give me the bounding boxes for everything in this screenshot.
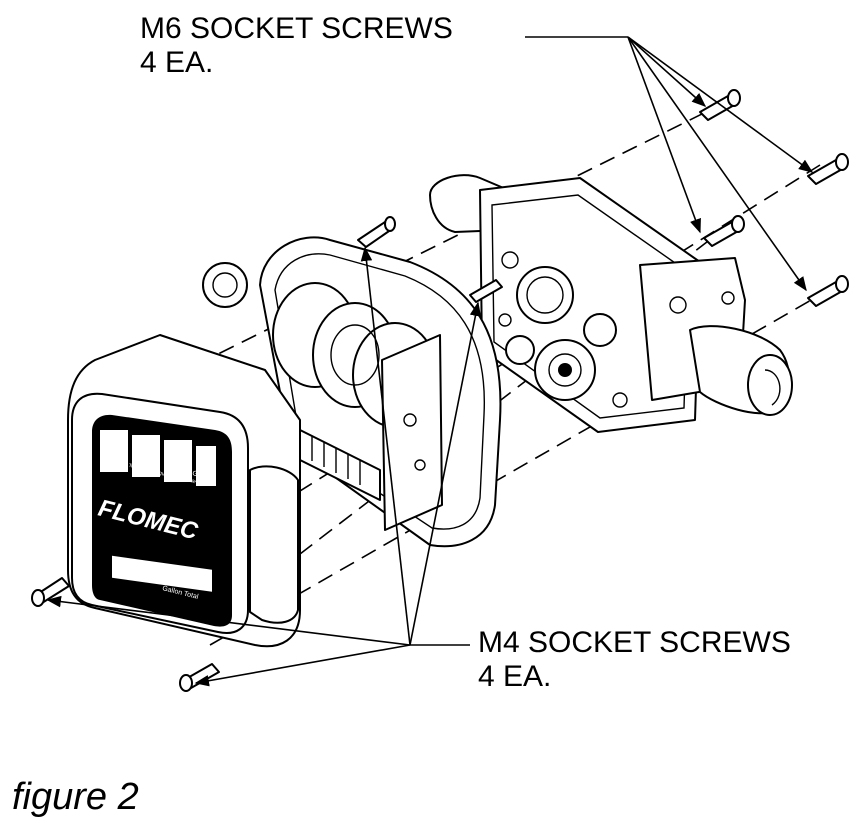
register-frame	[202, 236, 502, 548]
m4-screws-callout: M4 SOCKET SCREWS 4 EA.	[478, 626, 791, 694]
meter-body-housing	[429, 174, 793, 433]
m6-leader-lines	[525, 36, 814, 292]
m4-leader-lines	[46, 246, 482, 687]
m6-callout-line1: M6 SOCKET SCREWS	[140, 12, 453, 45]
unit-label: Gallon	[192, 470, 213, 482]
m6-screws-callout: M6 SOCKET SCREWS 4 EA.	[140, 12, 453, 80]
m6-screws	[699, 89, 849, 307]
m6-callout-line2: 4 EA.	[140, 46, 214, 79]
figure-caption: figure 2	[12, 776, 139, 818]
m4-callout-line1: M4 SOCKET SCREWS	[478, 626, 791, 659]
display-cover	[67, 334, 301, 648]
m4-callout-line2: 4 EA.	[478, 660, 552, 693]
